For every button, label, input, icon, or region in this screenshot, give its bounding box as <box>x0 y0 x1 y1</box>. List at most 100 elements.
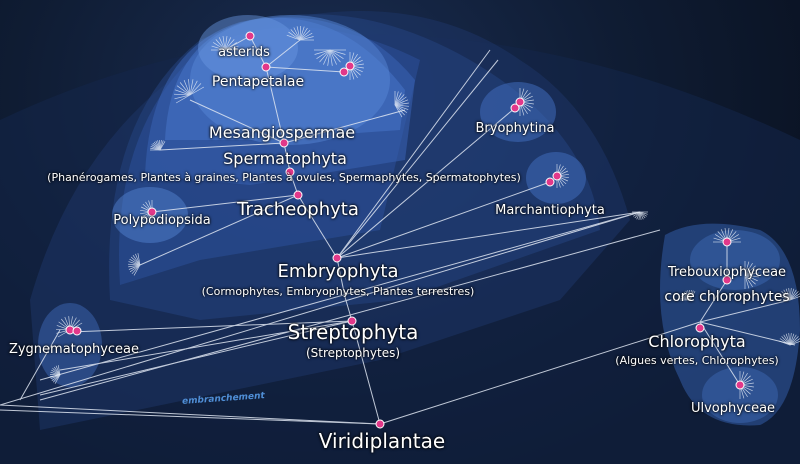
node-trebouxiophyceae[interactable] <box>722 237 732 247</box>
node-tracheophyta[interactable] <box>293 190 303 200</box>
leaf-branch <box>789 288 792 301</box>
label-core-chlorophytes[interactable]: core chlorophytes <box>664 289 790 305</box>
leaf-branch <box>135 253 141 266</box>
leaf-branch <box>128 264 141 270</box>
leaf-branch <box>633 211 641 217</box>
leaf-branch <box>54 374 61 384</box>
label-streptophyta[interactable]: Streptophyta <box>287 320 419 344</box>
leaf-branch <box>744 263 753 276</box>
leaf-branch <box>788 333 791 346</box>
leaf-branch <box>789 288 795 301</box>
leaf-branch <box>53 366 61 376</box>
label-ulvophyceae[interactable]: Ulvophyceae <box>690 401 776 416</box>
node-marchantiophyta-b[interactable] <box>552 171 562 181</box>
leaf-branch <box>329 49 346 55</box>
label-tracheophyta[interactable]: Tracheophyta <box>237 199 359 220</box>
node-core-chlorophytes[interactable] <box>722 275 732 285</box>
leaf-branch <box>789 289 797 301</box>
leaf-branch <box>689 291 696 301</box>
leaf-branch <box>779 338 791 346</box>
leaf-branch <box>218 37 226 51</box>
leaf-branch <box>789 295 800 301</box>
leaf-branch <box>394 91 399 106</box>
node-asterids[interactable] <box>245 31 255 41</box>
leaf-branch <box>133 264 141 276</box>
leaf-branch <box>314 49 331 55</box>
label-zygnematophyceae[interactable]: Zygnematophyceae <box>8 342 140 357</box>
leaf-branch <box>57 365 61 376</box>
leaf-branch <box>316 49 331 59</box>
label-spermatophyta[interactable]: Spermatophyta <box>223 149 347 168</box>
node-bryophytina-b[interactable] <box>515 97 525 107</box>
leaf-branch <box>394 104 405 116</box>
leaf-branch <box>394 104 403 118</box>
label-mesangiospermae[interactable]: Mesangiospermae <box>208 123 356 142</box>
node-chlorophyta[interactable] <box>695 323 705 333</box>
clade-asterids-bg <box>198 15 298 81</box>
leaf-branch <box>744 268 758 276</box>
leaf-branch <box>634 211 641 219</box>
label-chlorophyta[interactable]: Chlorophyta <box>648 332 746 351</box>
leaf-branch <box>329 49 333 66</box>
label-bryophytina[interactable]: Bryophytina <box>475 121 555 136</box>
leaf-branch <box>52 368 61 376</box>
leaf-branch <box>173 93 191 96</box>
label-polypodiopsida[interactable]: Polypodiopsida <box>113 213 211 228</box>
node-mesangiospermae[interactable] <box>279 138 289 148</box>
leaf-branch <box>188 79 191 96</box>
node-zygnematophyceae-b[interactable] <box>72 326 82 336</box>
leaf-branch <box>639 211 642 220</box>
clade-trebouxiophyceae-bg <box>690 230 780 290</box>
leaf-branch <box>783 289 791 301</box>
leaf-branch <box>176 85 191 96</box>
node-asterids-c[interactable] <box>345 61 355 71</box>
node-marchantiophyta[interactable] <box>545 177 555 187</box>
leaf-branch <box>781 336 791 346</box>
leaf-branch <box>789 333 792 346</box>
leaf-branch <box>744 265 756 276</box>
leaf-branch <box>394 94 405 106</box>
node-bryophytina[interactable] <box>510 103 520 113</box>
label-trebouxiophyceae[interactable]: Trebouxiophyceae <box>667 265 787 280</box>
label-asterids[interactable]: asterids <box>218 45 270 60</box>
node-ulvophyceae[interactable] <box>735 380 745 390</box>
leaf-branch <box>128 261 141 266</box>
node-spermatophyta[interactable] <box>285 167 295 177</box>
leaf-branch <box>789 291 799 301</box>
node-streptophyta[interactable] <box>347 316 357 326</box>
leaf-branch <box>636 211 641 220</box>
leaf-branch <box>744 274 753 287</box>
node-pentapetalae[interactable] <box>261 62 271 72</box>
label-marchantiophyta[interactable]: Marchantiophyta <box>495 203 605 218</box>
leaf-branch <box>394 104 407 113</box>
leaf-branch <box>632 211 641 215</box>
leaf-branch <box>213 42 226 51</box>
node-asterids-b[interactable] <box>339 67 349 77</box>
leaf-branch <box>224 45 239 51</box>
leaf-branch <box>224 36 228 51</box>
leaf-branch <box>293 27 301 41</box>
leaf-branch <box>129 264 141 273</box>
node-viridiplantae[interactable] <box>375 419 385 429</box>
leaf-branch <box>744 272 759 276</box>
leaf-branch <box>128 264 141 268</box>
label-viridiplantae[interactable]: Viridiplantae <box>318 429 446 453</box>
leaf-branch <box>51 374 61 381</box>
leaf-branch <box>224 37 232 51</box>
leaf-branch <box>639 211 647 217</box>
node-embryophyta[interactable] <box>332 253 342 263</box>
leaf-branch <box>179 82 191 96</box>
leaf-branch <box>50 374 61 377</box>
leaf-branch <box>132 254 141 266</box>
label-pentapetalae[interactable]: Pentapetalae <box>211 74 305 90</box>
leaf-branch <box>131 264 141 275</box>
node-polypodiopsida[interactable] <box>147 207 157 217</box>
leaf-branch <box>789 340 800 346</box>
leaf-branch <box>394 104 409 107</box>
label-embryophyta[interactable]: Embryophyta <box>277 261 399 282</box>
leaf-branch <box>744 274 759 278</box>
leaf-branch <box>785 288 791 301</box>
leaf-branch <box>327 49 331 66</box>
